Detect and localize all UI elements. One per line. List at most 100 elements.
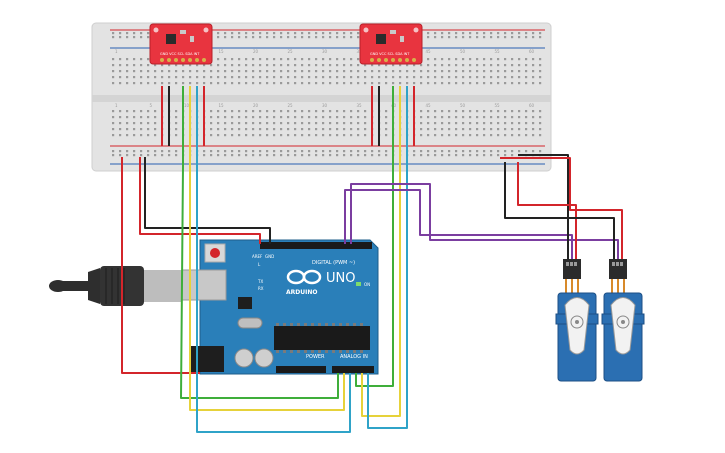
breadboard-hole[interactable] xyxy=(315,36,318,39)
breadboard-hole[interactable] xyxy=(329,134,332,137)
breadboard-hole[interactable] xyxy=(371,70,374,73)
breadboard-hole[interactable] xyxy=(126,82,129,85)
breadboard-hole[interactable] xyxy=(210,82,213,85)
breadboard-hole[interactable] xyxy=(476,36,479,39)
breadboard-hole[interactable] xyxy=(336,36,339,39)
breadboard-hole[interactable] xyxy=(238,110,241,113)
breadboard-hole[interactable] xyxy=(350,128,353,131)
breadboard-hole[interactable] xyxy=(112,82,115,85)
breadboard-hole[interactable] xyxy=(119,76,122,79)
breadboard-hole[interactable] xyxy=(217,134,220,137)
breadboard-hole[interactable] xyxy=(329,70,332,73)
breadboard-hole[interactable] xyxy=(483,64,486,67)
breadboard-hole[interactable] xyxy=(252,116,255,119)
breadboard-hole[interactable] xyxy=(497,116,500,119)
wire-yellow-sensor-right[interactable] xyxy=(361,86,401,417)
breadboard-hole[interactable] xyxy=(175,116,178,119)
breadboard-hole[interactable] xyxy=(343,64,346,67)
breadboard-hole[interactable] xyxy=(133,82,136,85)
breadboard-hole[interactable] xyxy=(399,76,402,79)
breadboard-hole[interactable] xyxy=(518,128,521,131)
breadboard-hole[interactable] xyxy=(441,154,444,157)
breadboard-hole[interactable] xyxy=(441,122,444,125)
breadboard-hole[interactable] xyxy=(350,32,353,35)
breadboard-hole[interactable] xyxy=(294,76,297,79)
breadboard-hole[interactable] xyxy=(462,116,465,119)
breadboard-hole[interactable] xyxy=(532,116,535,119)
breadboard-hole[interactable] xyxy=(448,154,451,157)
breadboard-hole[interactable] xyxy=(378,150,381,153)
breadboard-hole[interactable] xyxy=(511,70,514,73)
breadboard-hole[interactable] xyxy=(525,150,528,153)
breadboard-hole[interactable] xyxy=(518,70,521,73)
breadboard-hole[interactable] xyxy=(413,154,416,157)
breadboard-hole[interactable] xyxy=(224,58,227,61)
breadboard-hole[interactable] xyxy=(294,58,297,61)
breadboard-hole[interactable] xyxy=(301,150,304,153)
breadboard-hole[interactable] xyxy=(448,58,451,61)
breadboard-hole[interactable] xyxy=(441,58,444,61)
breadboard-hole[interactable] xyxy=(112,64,115,67)
breadboard-hole[interactable] xyxy=(287,82,290,85)
breadboard-hole[interactable] xyxy=(231,122,234,125)
breadboard-hole[interactable] xyxy=(231,70,234,73)
breadboard-hole[interactable] xyxy=(224,32,227,35)
breadboard-hole[interactable] xyxy=(168,150,171,153)
breadboard-hole[interactable] xyxy=(245,134,248,137)
breadboard-hole[interactable] xyxy=(210,134,213,137)
breadboard-hole[interactable] xyxy=(294,70,297,73)
breadboard-hole[interactable] xyxy=(259,36,262,39)
breadboard-hole[interactable] xyxy=(427,110,430,113)
breadboard-hole[interactable] xyxy=(112,110,115,113)
breadboard-hole[interactable] xyxy=(119,116,122,119)
breadboard-hole[interactable] xyxy=(147,32,150,35)
breadboard-hole[interactable] xyxy=(518,134,521,137)
breadboard-hole[interactable] xyxy=(133,154,136,157)
breadboard-hole[interactable] xyxy=(126,122,129,125)
breadboard-hole[interactable] xyxy=(182,82,185,85)
breadboard-hole[interactable] xyxy=(455,110,458,113)
breadboard-hole[interactable] xyxy=(147,116,150,119)
breadboard-hole[interactable] xyxy=(266,36,269,39)
breadboard-hole[interactable] xyxy=(469,70,472,73)
breadboard-hole[interactable] xyxy=(504,32,507,35)
breadboard-hole[interactable] xyxy=(539,58,542,61)
breadboard-hole[interactable] xyxy=(273,150,276,153)
breadboard-hole[interactable] xyxy=(224,36,227,39)
breadboard-hole[interactable] xyxy=(511,36,514,39)
breadboard-hole[interactable] xyxy=(504,122,507,125)
breadboard-hole[interactable] xyxy=(294,82,297,85)
breadboard-hole[interactable] xyxy=(315,64,318,67)
breadboard-hole[interactable] xyxy=(133,150,136,153)
breadboard-hole[interactable] xyxy=(483,58,486,61)
breadboard-hole[interactable] xyxy=(266,134,269,137)
breadboard-hole[interactable] xyxy=(315,128,318,131)
breadboard-hole[interactable] xyxy=(259,122,262,125)
breadboard-hole[interactable] xyxy=(280,64,283,67)
breadboard-hole[interactable] xyxy=(245,36,248,39)
breadboard-hole[interactable] xyxy=(301,134,304,137)
breadboard-hole[interactable] xyxy=(336,58,339,61)
breadboard-hole[interactable] xyxy=(161,70,164,73)
breadboard-hole[interactable] xyxy=(497,110,500,113)
breadboard-hole[interactable] xyxy=(427,150,430,153)
breadboard-hole[interactable] xyxy=(497,32,500,35)
breadboard-hole[interactable] xyxy=(315,58,318,61)
breadboard-hole[interactable] xyxy=(119,122,122,125)
breadboard-hole[interactable] xyxy=(420,70,423,73)
breadboard-hole[interactable] xyxy=(462,76,465,79)
breadboard-hole[interactable] xyxy=(350,122,353,125)
breadboard-hole[interactable] xyxy=(280,116,283,119)
breadboard-hole[interactable] xyxy=(280,122,283,125)
breadboard-hole[interactable] xyxy=(483,76,486,79)
breadboard-hole[interactable] xyxy=(476,122,479,125)
breadboard-hole[interactable] xyxy=(329,110,332,113)
breadboard-hole[interactable] xyxy=(476,110,479,113)
breadboard-hole[interactable] xyxy=(504,64,507,67)
breadboard-hole[interactable] xyxy=(350,76,353,79)
breadboard-hole[interactable] xyxy=(469,150,472,153)
breadboard-hole[interactable] xyxy=(525,36,528,39)
breadboard-hole[interactable] xyxy=(119,58,122,61)
breadboard-hole[interactable] xyxy=(301,76,304,79)
breadboard-hole[interactable] xyxy=(539,82,542,85)
